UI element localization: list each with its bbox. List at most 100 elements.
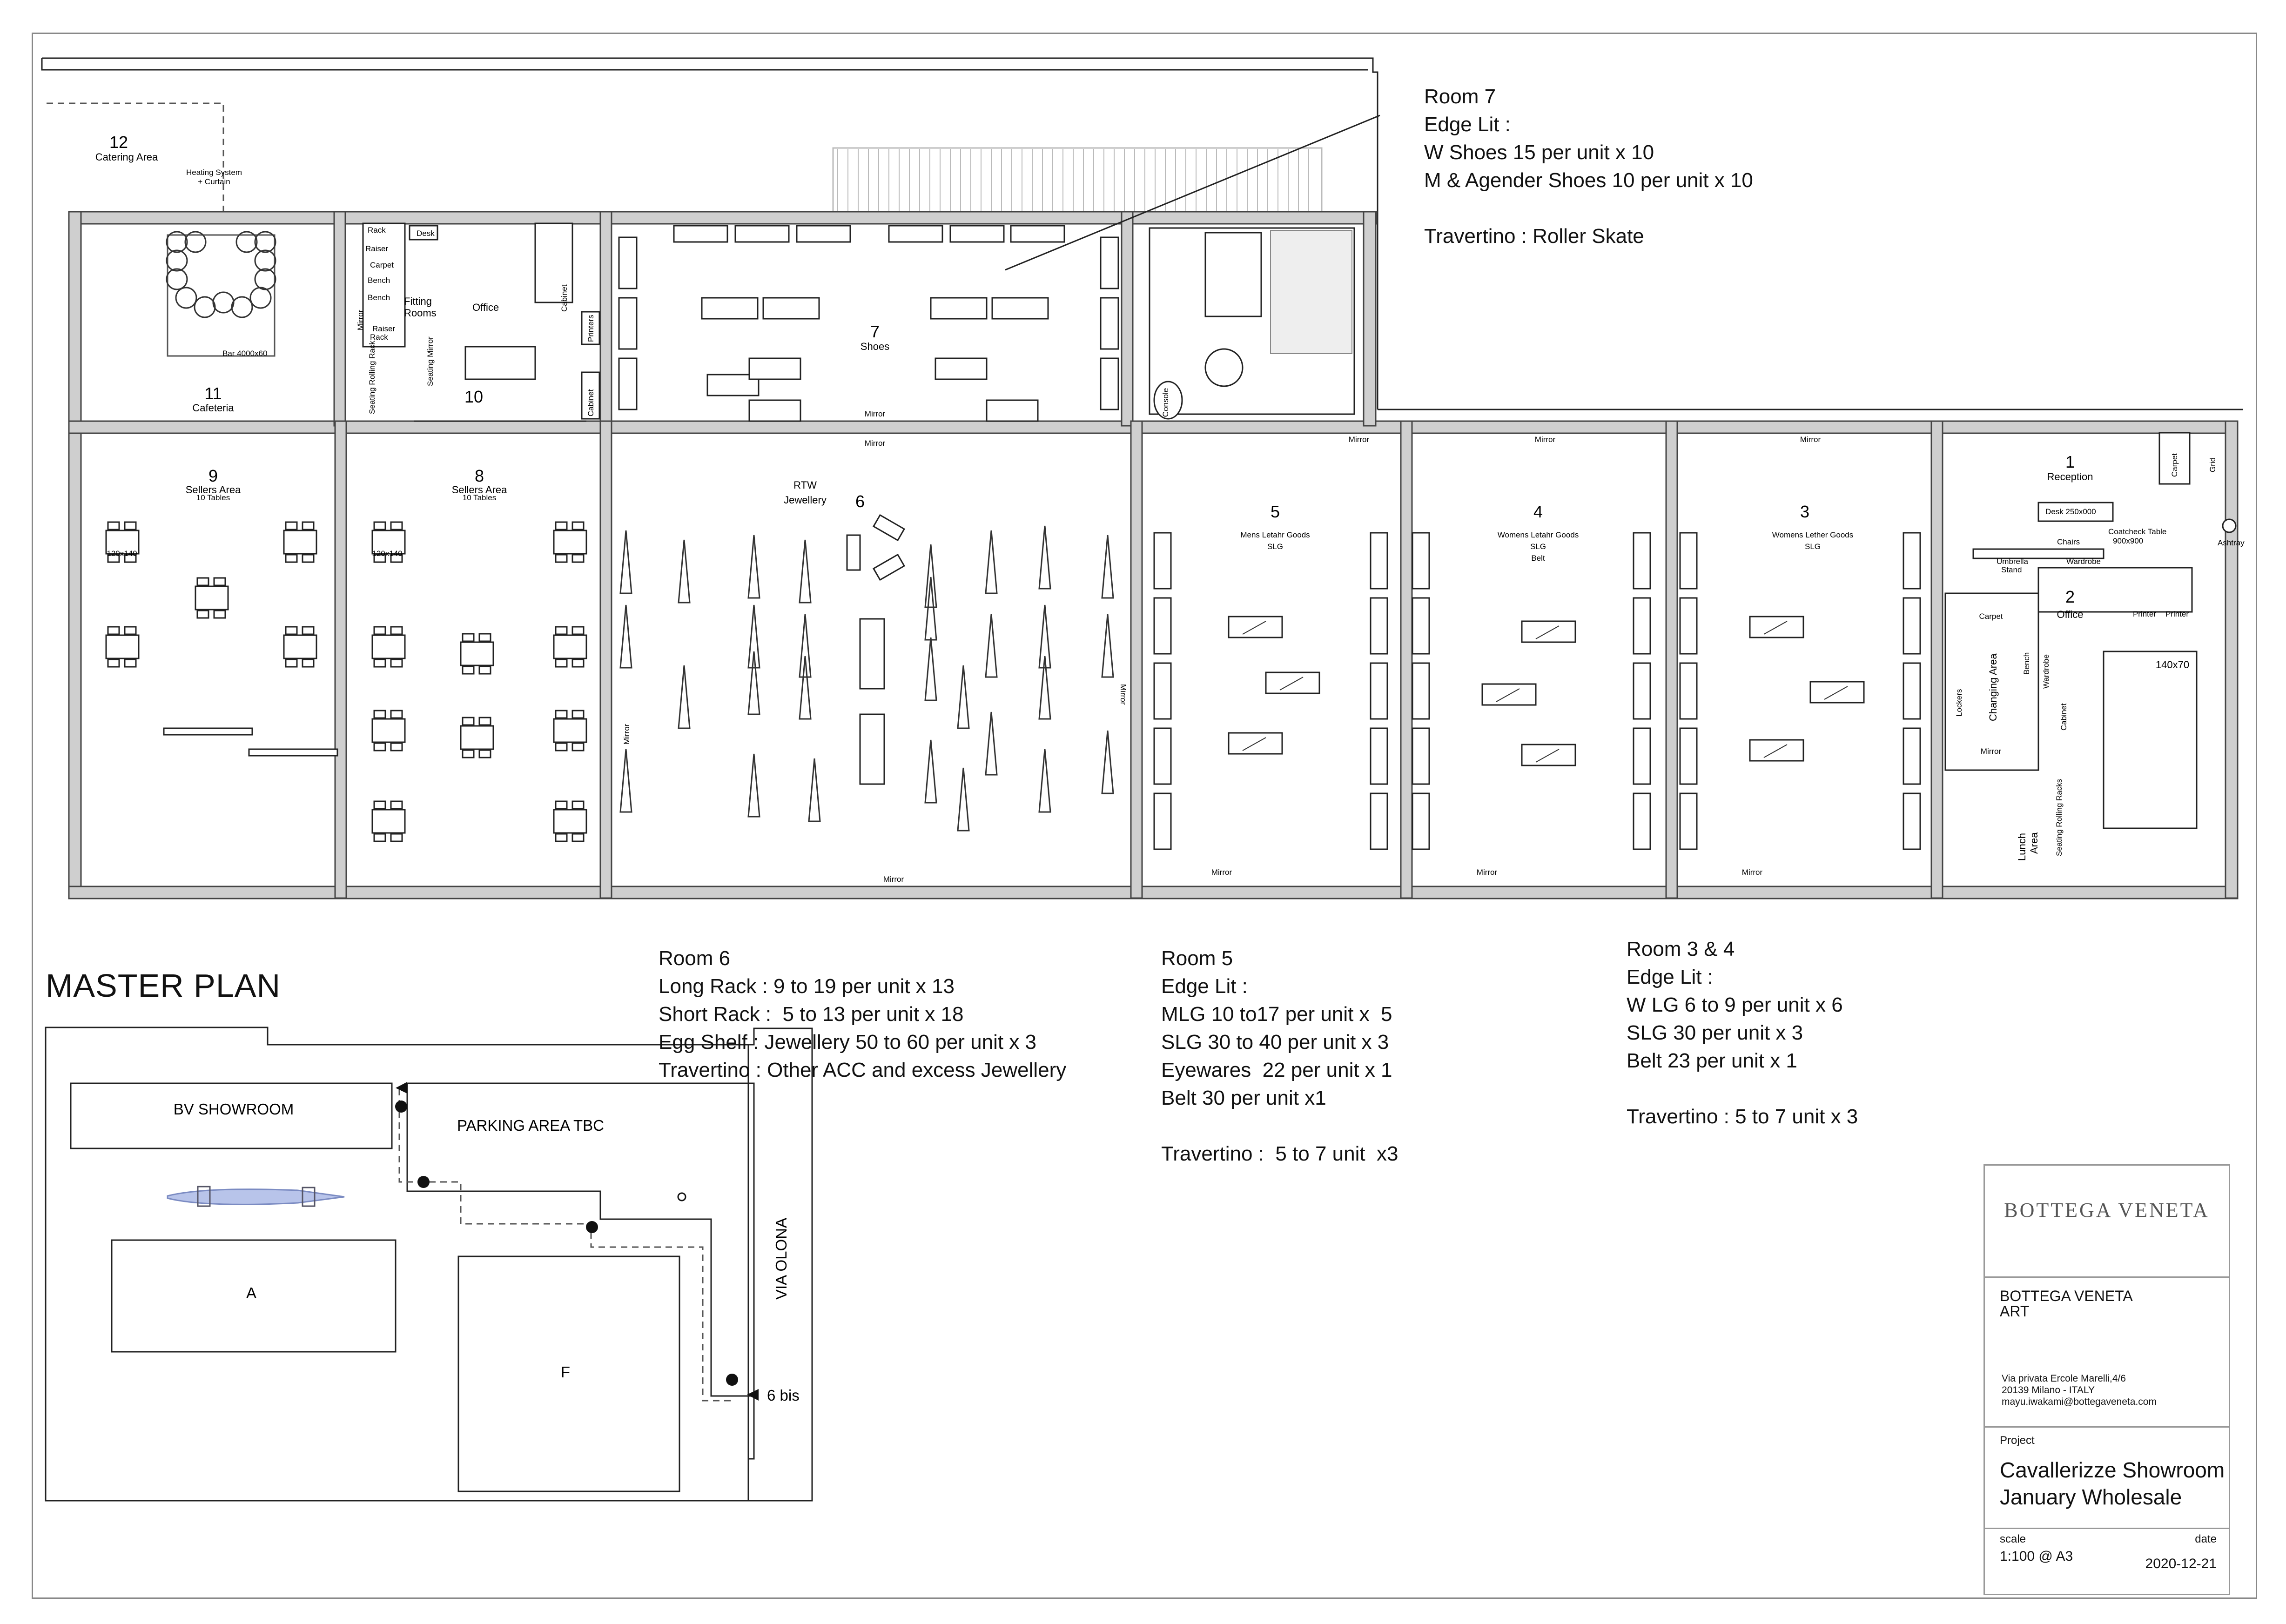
cabinet-label: Cabinet [560,284,569,312]
coatcheck-size: 900x900 [2113,537,2143,545]
plant-cluster [166,231,276,318]
long-rack [985,614,998,678]
desk-label: Desk [417,229,435,238]
changing-area-box [1944,592,2039,771]
room-3-mirror: Mirror [1742,868,1763,877]
ashtray-icon [2222,518,2237,533]
long-rack [799,614,812,678]
chair [373,658,386,668]
room-9-number: 9 [208,466,218,485]
cafeteria-bar-label: Bar 4000x60 [222,349,267,358]
chair [107,626,120,635]
chair [462,717,475,726]
master-plan-title: MASTER PLAN [46,967,281,1004]
edge-lit-wall-shelf [1370,597,1388,655]
edge-lit-wall-shelf [1153,792,1172,850]
coatcheck-label: Coatcheck Table [2108,527,2166,536]
vehicle-icon [167,1188,345,1205]
marker-circle-icon [677,1192,686,1201]
plinth-arrow [1242,737,1266,751]
edge-lit-wall-shelf [1153,727,1172,785]
project-title-1: Cavallerizze Showroom [2000,1458,2225,1482]
long-rack [619,530,632,594]
plant-icon [235,231,258,253]
room-10-item-label: Rack [368,226,386,235]
project-title-2: January Wholesale [2000,1485,2182,1509]
chair [572,742,585,752]
long-rack [678,665,691,729]
changing-area-label: Changing Area [1987,653,1999,721]
room-7-mirror: Mirror [865,409,886,418]
annotation-line: Travertino : Other ACC and excess Jewell… [659,1059,1067,1081]
annotation-line: MLG 10 to17 per unit x 5 [1161,1003,1392,1026]
long-rack [747,604,760,669]
edge-lit-wall-shelf [1412,532,1430,590]
seller-table [553,809,587,834]
wardrobe-label: Wardrobe [2066,557,2101,566]
grid-label: Grid [2208,457,2217,472]
chair [373,833,386,842]
wall-9-8 [334,420,347,899]
plinth-arrow [1535,625,1560,639]
seller-table [283,634,317,659]
printer-label-2: Printer [2165,610,2189,618]
edge-lit-wall-shelf [1903,792,1921,850]
edge-lit-shelf [796,225,851,243]
long-rack [747,535,760,599]
seller-table [553,634,587,659]
annotation-line: Travertino : 5 to 7 unit x 3 [1627,1105,1858,1128]
seller-table [105,530,140,555]
chair [285,626,298,635]
annotation-line: Room 6 [659,947,731,970]
plant-icon [254,231,276,253]
room-3-sub: SLG [1805,542,1821,551]
chair [213,577,226,586]
edge-lit-wall-shelf [1370,532,1388,590]
egg-shelf-small [846,534,861,571]
chair [555,800,568,810]
chair [373,800,386,810]
chair [555,658,568,668]
chair [302,626,315,635]
chair [555,710,568,719]
cabinet-label-2: Cabinet [586,389,595,416]
wall-4-3 [1665,420,1678,899]
edge-lit-wall-shelf [1679,662,1698,720]
seller-table [371,809,406,834]
annotation-line [1424,195,1753,222]
room-9-name: Sellers Area [186,484,241,496]
lunch-label: Lunch [2016,833,2028,861]
annotation-line: Belt 30 per unit x1 [1161,1087,1326,1109]
reception-desk-label: Desk 250x000 [2045,507,2096,516]
room-12-name: Catering Area [95,151,158,163]
room-11-name: Cafeteria [192,402,234,414]
chair [555,554,568,563]
travertino-plinth [748,399,801,422]
room-10-fitting-rooms: Rooms [404,307,437,319]
email: mayu.iwakami@bottegaveneta.com [2002,1396,2157,1407]
parking-label: PARKING AREA TBC [457,1117,604,1134]
leather-goods-shelves [1153,532,1921,850]
chairs-label: Chairs [2057,537,2080,546]
plant-icon [212,291,235,314]
lockers-label: Lockers [1955,689,1963,717]
lunch-area-label: Area [2028,832,2040,854]
room-10-office: Office [472,302,499,313]
seating-mirror-label: Seating Mirror [426,336,435,386]
edge-lit-shelf [734,225,790,243]
corridor-mirror-2: Mirror [1535,435,1556,444]
travertino-plinth [935,357,988,380]
wall-7-wc [1121,211,1134,427]
long-rack [678,539,691,604]
mirror-label-10: Mirror [356,309,365,330]
room-1-name: Reception [2047,471,2093,483]
chair [302,521,315,530]
travertino-plinth [986,399,1039,422]
chair [124,658,137,668]
room-7-leader-line [1005,114,1380,271]
company-name: BOTTEGA VENETA [2000,1288,2133,1304]
edge-lit-wall-shelf [1633,727,1651,785]
roof-outline [42,57,1378,409]
annotation-line: Travertino : Roller Skate [1424,225,1644,248]
